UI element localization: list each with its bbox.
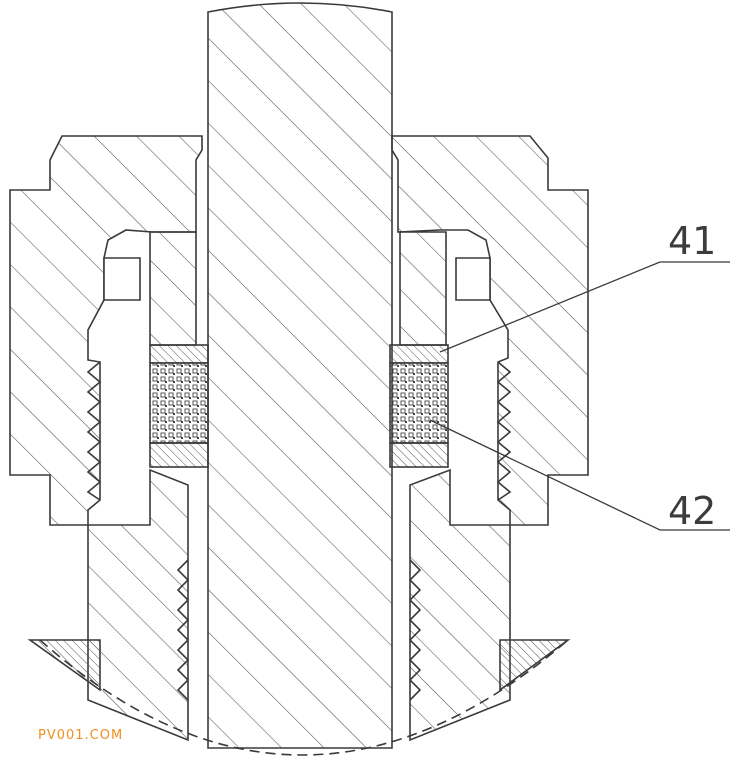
seal-bottom-left [149,442,209,468]
lower-flange-right [499,639,571,692]
sleeve-right [455,257,491,301]
thread-left [86,361,102,501]
seal-41-left [149,344,209,364]
inner-thread-left [176,559,190,701]
section-break-arc [39,639,569,756]
inner-thread-right [408,559,422,701]
ferrule-left [149,231,197,346]
callout-42-label: 42 [668,489,716,533]
thread-right [496,361,512,501]
leader-41 [439,261,730,353]
leader-42 [429,419,730,531]
seal-41-right [389,344,449,364]
central-shaft [207,2,393,749]
nut-body-left [9,135,203,526]
fitting-right [409,468,511,742]
watermark-text: PV001.COM [38,728,124,743]
mesh-42-left [149,362,209,444]
mesh-42-right [389,362,449,444]
sleeve-left [103,257,141,301]
lower-flange-left [27,639,101,692]
ferrule-right [399,231,447,346]
callout-41-label: 41 [668,219,716,263]
fitting-left [87,468,189,742]
seal-bottom-right [389,442,449,468]
